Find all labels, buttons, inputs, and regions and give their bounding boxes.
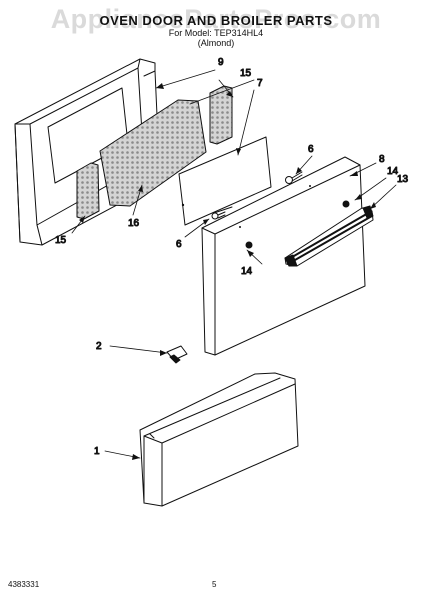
broiler-drawer-panel (139, 372, 299, 507)
callout-8: 8 (379, 154, 385, 165)
callout-15-top: 15 (240, 68, 252, 79)
door-handle (284, 205, 374, 267)
callout-7: 7 (257, 78, 263, 89)
diagram-title: OVEN DOOR AND BROILER PARTS (99, 13, 333, 28)
broiler-bracket (166, 345, 188, 364)
color-line: (Almond) (197, 38, 235, 48)
callout-1: 1 (94, 446, 100, 457)
document-number: 4383331 (8, 580, 40, 589)
callout-13: 13 (397, 174, 409, 185)
handle-spacer-right (342, 200, 350, 208)
screw-left (211, 211, 226, 220)
callout-9: 9 (218, 57, 224, 68)
watermark-logo: AppliancePartsPros.com (50, 4, 382, 34)
callout-2: 2 (96, 341, 102, 352)
callout-6-right: 6 (308, 144, 314, 155)
screw-right (285, 171, 303, 184)
outer-door-panel (201, 156, 366, 356)
page-number: 5 (212, 580, 217, 589)
callout-15-left: 15 (55, 235, 67, 246)
callout-6-left: 6 (176, 239, 182, 250)
insulation-pad (99, 99, 207, 207)
handle-spacer-bottom (245, 241, 253, 249)
callout-16: 16 (128, 218, 140, 229)
callout-14-bottom: 14 (241, 266, 253, 277)
callout-14-right: 14 (387, 166, 399, 177)
insulation-strip-left (76, 162, 100, 220)
leader-arrowheads (79, 83, 376, 460)
model-line: For Model: TEP314HL4 (168, 28, 264, 38)
